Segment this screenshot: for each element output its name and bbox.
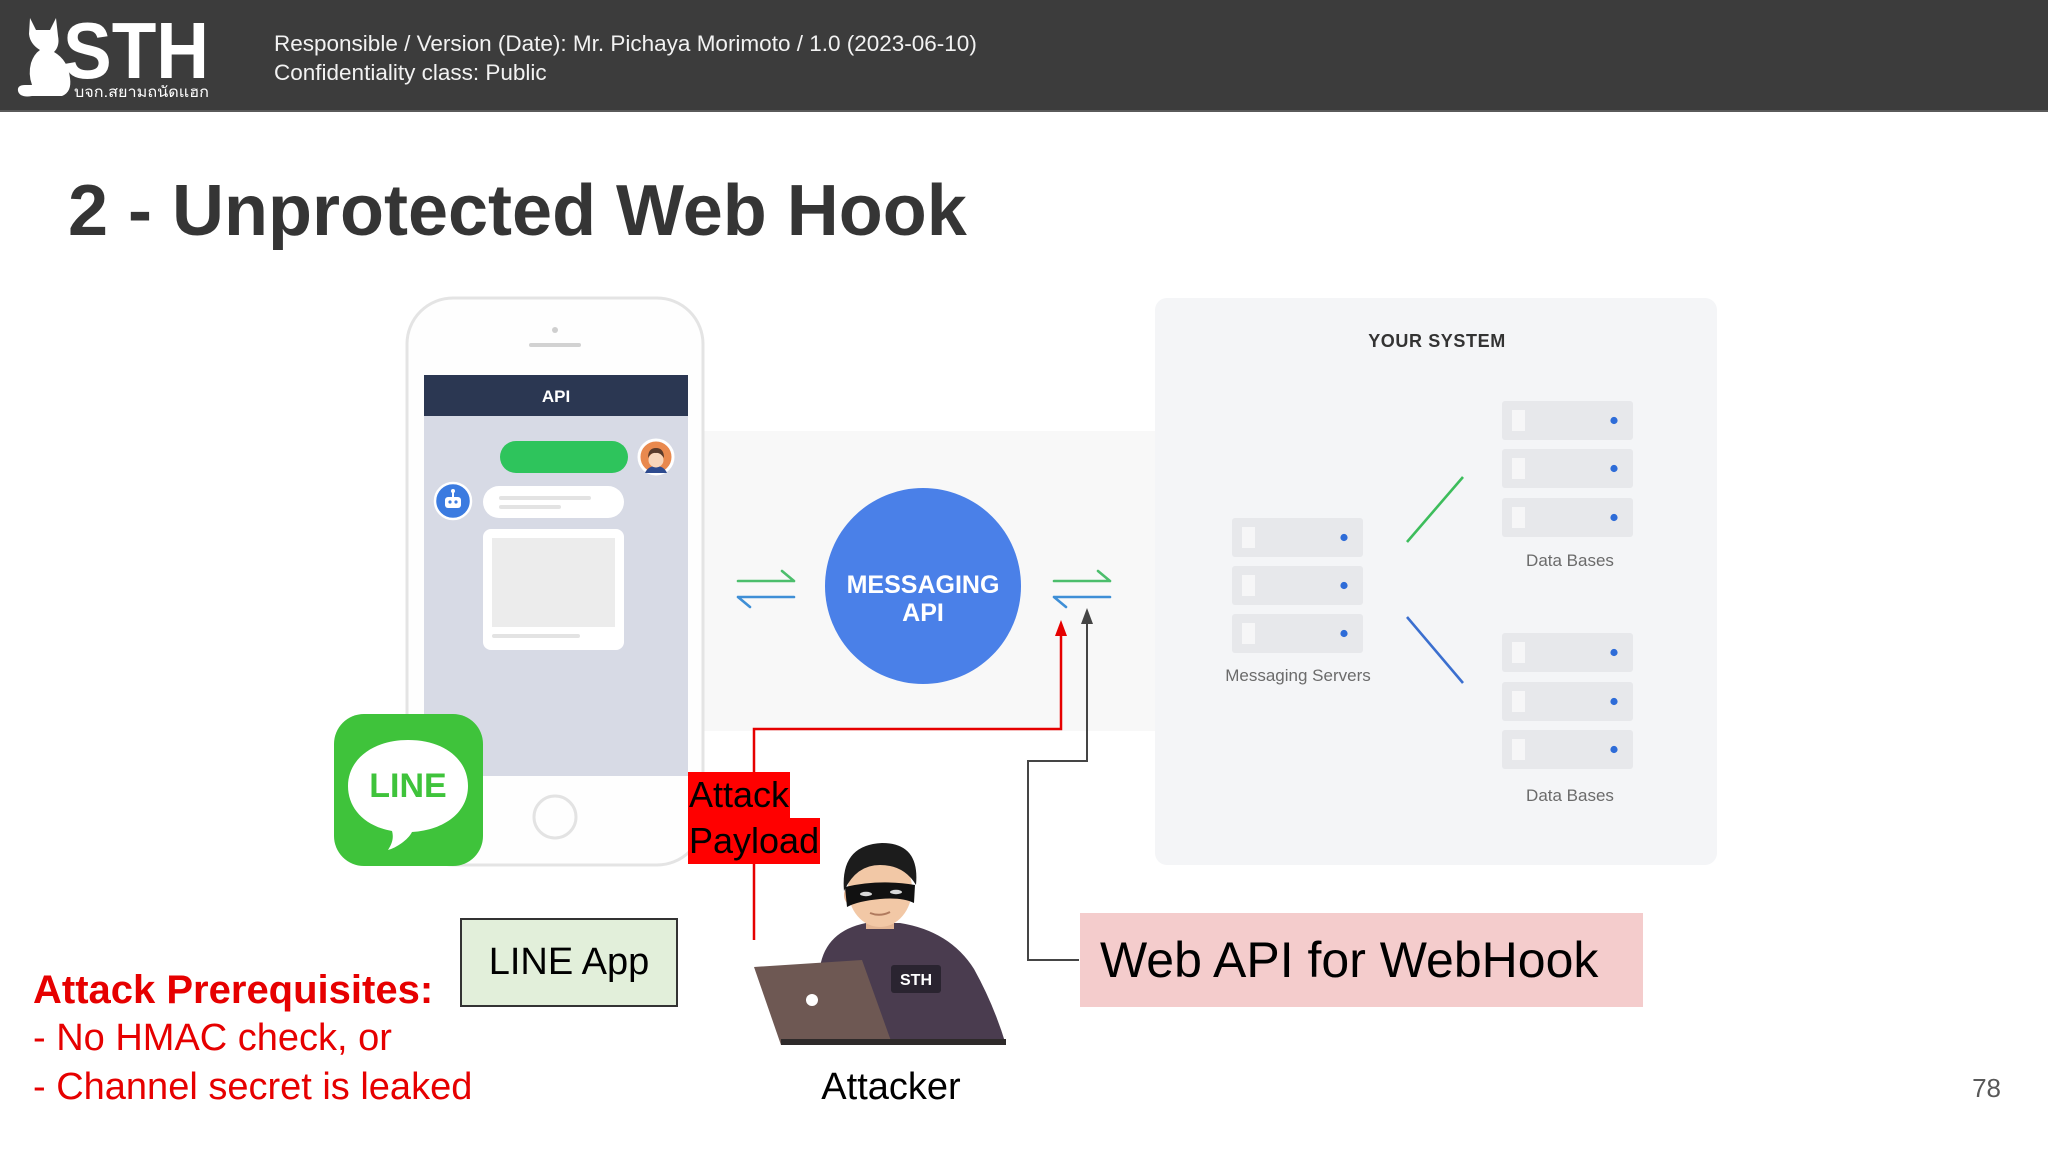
databases-bottom-label: Data Bases — [1526, 786, 1614, 805]
prerequisites-heading: Attack Prerequisites: — [33, 968, 434, 1012]
laptop-logo — [806, 994, 818, 1006]
database-unit — [1502, 633, 1633, 672]
messaging-api-label-line2: API — [902, 599, 944, 627]
database-unit — [1502, 449, 1633, 488]
attack-payload-line-1: Attack — [688, 772, 791, 818]
prerequisite-item: - No HMAC check, or — [33, 1017, 392, 1059]
messaging-api-circle — [825, 488, 1021, 684]
databases-top-label: Data Bases — [1526, 551, 1614, 570]
webhook-connection-path — [1027, 622, 1088, 961]
arrow-right-icon — [736, 569, 796, 583]
attacker-eye — [860, 891, 872, 897]
attacker-label: Attacker — [821, 1066, 961, 1108]
logo-subtext: บจก.สยามถนัดแฮก — [74, 84, 209, 101]
attacker-shirt-patch — [891, 965, 941, 993]
phone-speaker — [529, 343, 581, 347]
chat-card-image — [492, 538, 615, 627]
chat-card-caption — [492, 634, 580, 638]
arrow-left-icon — [736, 595, 796, 609]
messaging-server-unit — [1232, 518, 1363, 557]
database-unit — [1502, 498, 1633, 537]
page-number: 78 — [1972, 1073, 2001, 1103]
sth-logo: STH บจก.สยามถนัดแฮก — [17, 6, 209, 101]
user-avatar-icon — [637, 438, 675, 476]
laptop-base — [781, 1039, 1006, 1045]
attack-payload-label: Attack Payload — [688, 772, 821, 864]
attacker-shirt-logo: STH — [900, 972, 932, 989]
confidentiality-line: Confidentiality class: Public — [274, 60, 547, 85]
hacker-icon: STH — [754, 843, 1006, 1045]
attacker-eye — [890, 889, 902, 895]
chat-bubble-outgoing — [500, 441, 628, 473]
messaging-server-unit — [1232, 566, 1363, 605]
database-unit — [1502, 401, 1633, 440]
bot-icon — [433, 481, 473, 521]
phone-mockup: API — [405, 296, 705, 867]
arrow-right-icon — [1052, 569, 1112, 583]
your-system-panel: YOUR SYSTEM Messaging Servers — [1155, 298, 1717, 865]
attacker-mouth — [869, 911, 891, 916]
chat-text-line — [499, 496, 591, 500]
arrow-left-icon — [1052, 595, 1112, 609]
webhook-api-label: Web API for WebHook — [1080, 913, 1643, 1007]
phone-camera — [552, 327, 558, 333]
database-unit — [1502, 730, 1633, 769]
attacker-beanie — [843, 843, 917, 891]
cat-logo-icon — [17, 18, 71, 97]
line-app-label: LINE App — [460, 918, 678, 1007]
database-unit — [1502, 682, 1633, 721]
phone-topbar — [424, 375, 688, 416]
attack-arrowhead-icon — [1055, 620, 1067, 636]
bidirectional-arrows-right — [1052, 569, 1112, 609]
phone-topbar-label: API — [542, 387, 570, 406]
link-to-databases-top — [1406, 476, 1464, 543]
attack-payload-line-2: Payload — [688, 818, 821, 864]
slide-header: STH บจก.สยามถนัดแฮก Responsible / Versio… — [0, 0, 2048, 112]
line-logo-text: LINE — [369, 767, 446, 805]
messaging-server-unit — [1232, 614, 1363, 653]
slide-title: 2 - Unprotected Web Hook — [68, 171, 967, 251]
messaging-api-label-line1: MESSAGING — [847, 571, 1000, 599]
bidirectional-arrows-left — [736, 569, 796, 609]
laptop-icon — [754, 960, 891, 1045]
attacker-mask — [845, 882, 915, 907]
prerequisite-item: - Channel secret is leaked — [33, 1066, 473, 1108]
link-to-databases-bottom — [1406, 616, 1464, 684]
logo-wordmark: STH — [63, 6, 209, 95]
messaging-servers-label: Messaging Servers — [1225, 666, 1371, 685]
chat-bubble-incoming — [483, 486, 624, 518]
responsible-version-line: Responsible / Version (Date): Mr. Pichay… — [274, 31, 977, 56]
line-app-icon: LINE — [334, 714, 483, 866]
webhook-arrowhead-icon — [1081, 608, 1093, 624]
chat-text-line — [499, 505, 561, 509]
phone-home-button — [532, 794, 578, 840]
your-system-title: YOUR SYSTEM — [1368, 331, 1506, 351]
